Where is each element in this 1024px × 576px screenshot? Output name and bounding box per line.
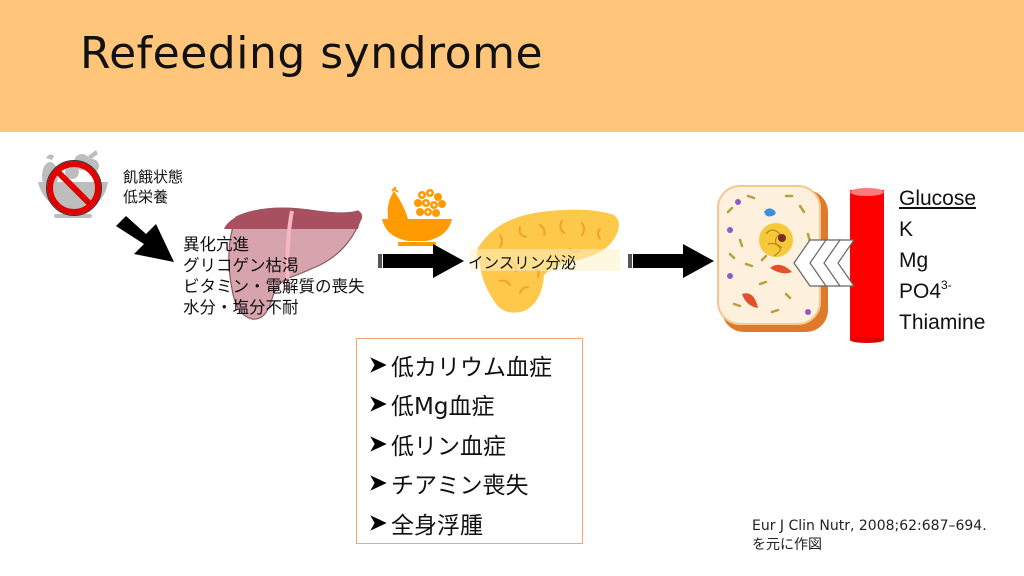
complication-item: 低リン血症 xyxy=(367,424,582,464)
malnutrition-line: 低栄養 xyxy=(123,188,169,206)
arrowhead-bullet-icon xyxy=(370,436,387,452)
nutrient-glucose: Glucose xyxy=(899,187,977,210)
diagonal-arrow-icon xyxy=(116,216,174,262)
nutrient-k: K xyxy=(899,218,914,241)
complication-label: 低リン血症 xyxy=(391,433,506,460)
insulin-secretion-label: インスリン分泌 xyxy=(468,254,577,272)
nutrient-mg: Mg xyxy=(899,249,929,272)
pancreas-icon xyxy=(470,209,620,313)
arrowhead-bullet-icon xyxy=(370,515,387,531)
right-arrow-icon xyxy=(378,244,464,278)
reference-note: Eur J Clin Nutr, 2008;62:687–694. を元に作図 xyxy=(752,517,987,555)
chevron-left-icon xyxy=(793,239,856,287)
complication-label: 全身浮腫 xyxy=(391,512,483,539)
starvation-line: 飢餓状態 xyxy=(123,168,184,186)
nutrient-thiamine: Thiamine xyxy=(899,311,986,334)
fruit-bowl-icon xyxy=(382,186,452,246)
nutrient-po4: PO43- xyxy=(899,276,985,307)
complication-item: 低カリウム血症 xyxy=(367,345,582,385)
page-title: Refeeding syndrome xyxy=(80,28,544,79)
po4-label: PO4 xyxy=(899,280,942,303)
complication-item: チアミン喪失 xyxy=(367,464,582,504)
arrowhead-bullet-icon xyxy=(370,396,387,412)
title-banner: Refeeding syndrome xyxy=(0,0,1024,132)
blood-vessel-icon xyxy=(850,188,884,343)
starvation-label: 飢餓状態 低栄養 xyxy=(123,167,183,207)
catabolism-list: 異化亢進 グリコゲン枯渇 ビタミン・電解質の喪失 水分・塩分不耐 xyxy=(183,234,365,318)
po4-charge: 3- xyxy=(941,278,952,292)
citation: Eur J Clin Nutr, 2008;62:687–694. xyxy=(752,518,987,534)
complications-box: 低カリウム血症 低Mg血症 低リン血症 チアミン喪失 全身浮腫 xyxy=(356,338,583,544)
complication-label: 低Mg血症 xyxy=(391,394,495,421)
liver-line: 水分・塩分不耐 xyxy=(183,298,299,317)
right-arrow-icon xyxy=(628,244,714,278)
complication-item: 低Mg血症 xyxy=(367,385,582,425)
arrowhead-bullet-icon xyxy=(370,357,387,373)
arrowhead-bullet-icon xyxy=(370,475,387,491)
citation-note: を元に作図 xyxy=(752,537,822,553)
complication-item: 全身浮腫 xyxy=(367,503,582,543)
liver-icon xyxy=(224,207,363,320)
nutrient-list: Glucose K Mg PO43- Thiamine xyxy=(899,183,985,338)
liver-line: 異化亢進 xyxy=(183,235,249,254)
no-food-bowl-icon xyxy=(38,150,108,218)
liver-line: ビタミン・電解質の喪失 xyxy=(183,277,365,296)
liver-line: グリコゲン枯渇 xyxy=(183,256,299,275)
complication-label: チアミン喪失 xyxy=(391,473,529,500)
complication-label: 低カリウム血症 xyxy=(391,354,552,381)
